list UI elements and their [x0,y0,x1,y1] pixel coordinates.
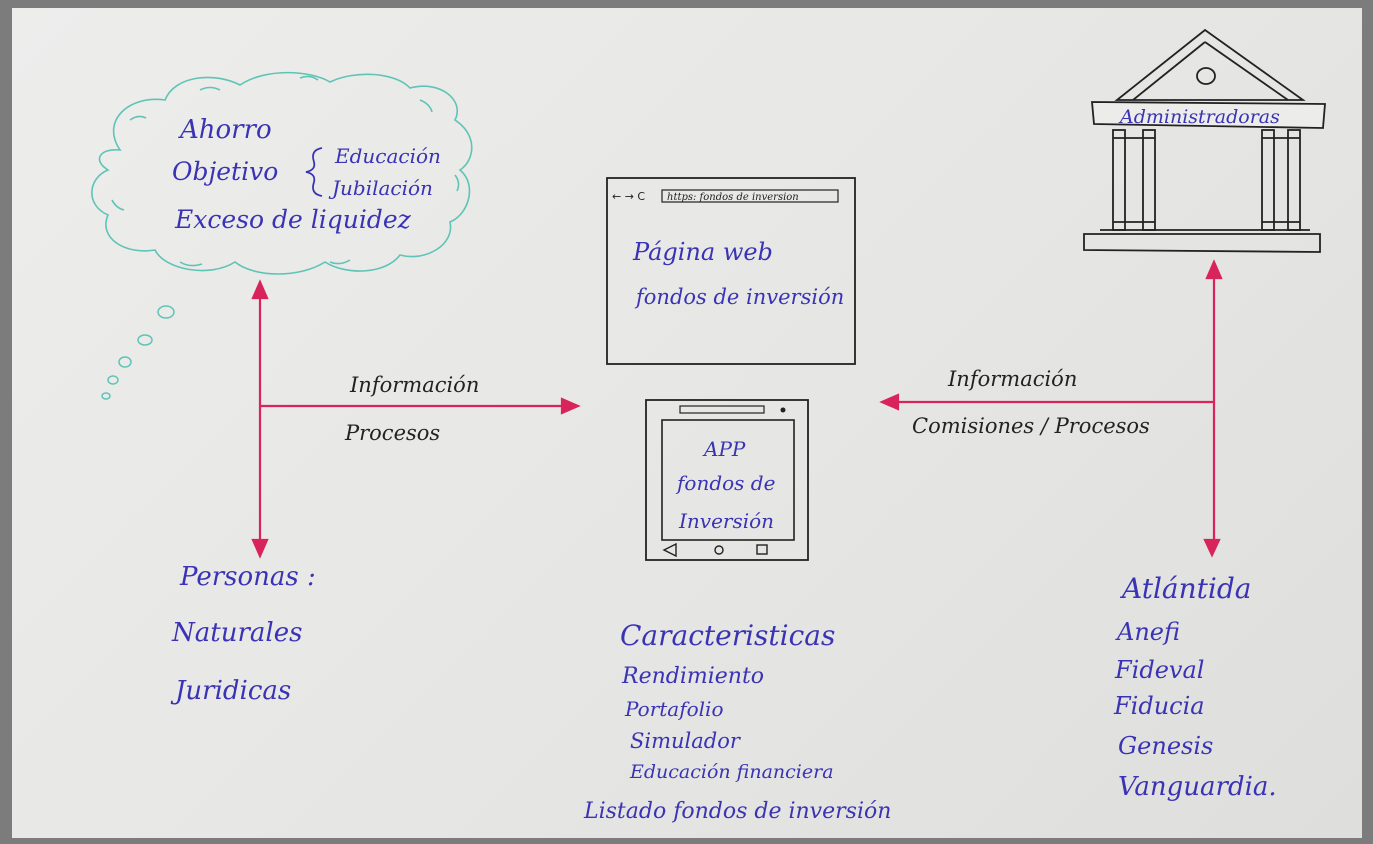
arrowhead-left [879,393,900,411]
right-arrow-bottom-label: Comisiones / Procesos [912,414,1150,438]
goal-objetivo: Objetivo [172,157,278,186]
goal-exceso-liquidez: Exceso de liquidez [174,205,412,234]
recents-icon [756,544,768,555]
app-line3: Inversión [678,509,774,533]
phone-sketch: APP fondos de Inversión [645,399,809,561]
thought-dot [137,334,153,346]
arrowhead-up [251,279,269,300]
personas-title: Personas : [179,562,316,592]
goal-ahorro: Ahorro [178,115,272,145]
persona-juridicas: Juridicas [170,676,291,706]
brace [305,147,323,197]
whiteboard [12,8,1362,838]
caracteristica-rendimiento: Rendimiento [621,664,764,689]
thought-dot [157,305,175,319]
thought-dot [107,375,119,385]
left-arrow-bottom-label: Procesos [344,421,440,445]
arrowhead-right [560,397,581,415]
home-icon [714,545,724,555]
right-arrows [879,259,1223,558]
base [1083,233,1321,253]
column [1142,129,1156,231]
app-line2: fondos de [675,471,775,495]
frieze [1091,101,1326,129]
arrowhead-up [1205,259,1223,280]
caracteristica-educacion-financiera: Educación financiera [629,761,834,783]
roof [1114,28,1306,101]
admin-genesis: Genesis [1118,732,1213,760]
thought-cloud [91,71,473,275]
browser-window [606,177,856,365]
branch-educacion: Educación [334,144,441,168]
caracteristicas-title: Caracteristicas [620,619,835,652]
admin-fideval: Fideval [1114,656,1204,684]
phone-body [645,399,809,561]
admin-vanguardia: Vanguardia. [1118,772,1277,802]
phone-screen [661,419,795,541]
thought-dot [118,356,132,368]
website-sketch: ← → C https: fondos de inversion Página … [606,177,856,365]
address-url: https: fondos de inversion [667,192,799,203]
phone-speaker [679,405,765,414]
phone-camera [780,407,786,413]
left-arrows [251,279,581,559]
back-icon [662,542,677,558]
branch-jubilacion: Jubilación [328,176,433,200]
arrowhead-down [251,538,269,559]
address-bar [661,189,839,203]
admin-fiducia: Fiducia [1113,692,1205,720]
admin-anefi: Anefi [1115,618,1180,646]
column [1112,129,1126,231]
browser-nav-icons: ← → C [612,190,645,203]
caracteristica-portafolio: Portafolio [624,697,724,721]
persona-naturales: Naturales [171,618,302,648]
right-arrow-top-label: Información [947,367,1077,391]
caracteristica-listado-fondos: Listado fondos de inversión [583,799,891,824]
caracteristica-simulador: Simulador [630,729,742,753]
column [1261,129,1275,231]
column [1287,129,1301,231]
website-line2: fondos de inversión [634,285,844,309]
bank-building-icon [1083,28,1326,253]
roof-window [1196,67,1216,85]
thought-bubbles [101,305,175,400]
arrowhead-down [1203,538,1221,558]
website-line1: Página web [632,238,773,266]
app-line1: APP [702,437,746,461]
thought-dot [101,392,111,400]
administradoras-title: Administradoras [1118,106,1280,128]
left-arrow-top-label: Información [349,373,479,397]
admin-atlantida: Atlántida [1119,572,1252,605]
